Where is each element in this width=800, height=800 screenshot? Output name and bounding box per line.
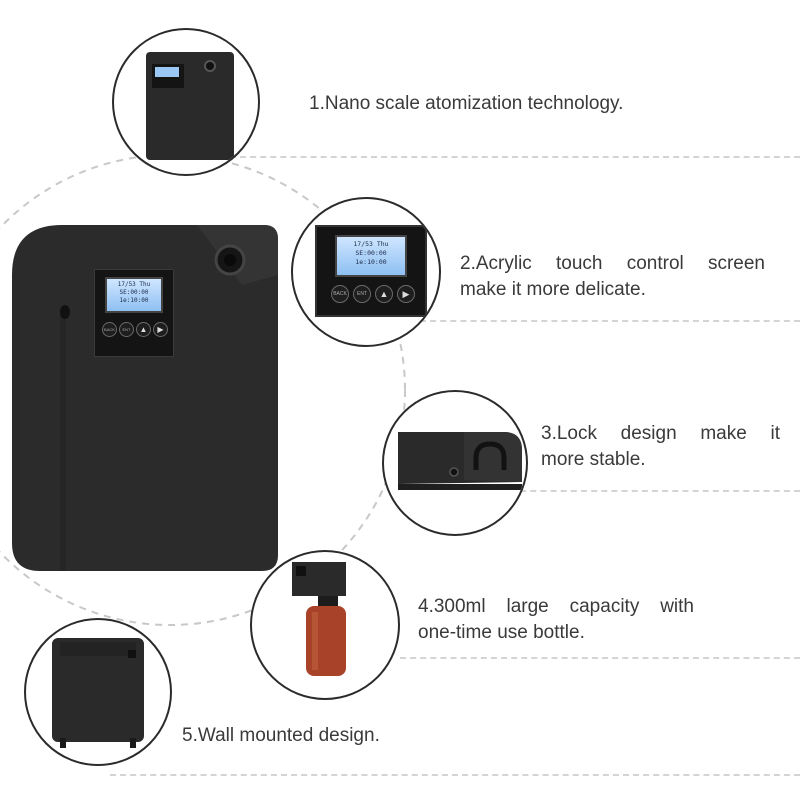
feature-2-text-line-2: make it more delicate. bbox=[460, 279, 646, 300]
wall-mount-image bbox=[52, 638, 144, 748]
separator-4 bbox=[400, 657, 800, 659]
panel-right-button[interactable]: ▶ bbox=[397, 285, 415, 303]
separator-1 bbox=[230, 156, 800, 158]
feature-3-text: 3.Lock design make it bbox=[541, 421, 780, 447]
device-side-hole bbox=[60, 305, 70, 319]
device-body-shape bbox=[12, 225, 278, 571]
device-lcd-screen: 17/53 Thu SE:00:00 1e:10:00 bbox=[105, 277, 163, 313]
lock-design-image bbox=[398, 432, 522, 490]
panel-lcd: 17/53 Thu SE:00:00 1e:10:00 bbox=[335, 235, 407, 277]
back-button[interactable]: BACK bbox=[102, 322, 117, 337]
right-button[interactable]: ▶ bbox=[153, 322, 168, 337]
separator-5 bbox=[110, 774, 800, 776]
feature-5-circle bbox=[24, 618, 172, 766]
panel-lcd-top: 17/53 Thu bbox=[353, 240, 389, 248]
panel-closeup: 17/53 Thu SE:00:00 1e:10:00 BACK ENT ▲ ▶ bbox=[315, 225, 427, 317]
feature-3-circle bbox=[382, 390, 528, 536]
feature-3-line-1: 3.Lock design make it bbox=[541, 423, 780, 444]
feature-4-circle bbox=[250, 550, 400, 700]
feature-4-line-1: 4.300ml large capacity with bbox=[418, 596, 694, 617]
panel-lcd-line-2: 1e:10:00 bbox=[355, 258, 387, 266]
up-button[interactable]: ▲ bbox=[136, 322, 151, 337]
enter-button[interactable]: ENT bbox=[119, 322, 134, 337]
feature-4-text-line-2: one-time use bottle. bbox=[418, 622, 585, 643]
feature-2-text: 2.Acrylic touch control screen bbox=[460, 251, 765, 277]
bottle-image bbox=[292, 562, 346, 676]
feature-5-text: 5.Wall mounted design. bbox=[182, 725, 380, 746]
feature-2-circle: 17/53 Thu SE:00:00 1e:10:00 BACK ENT ▲ ▶ bbox=[291, 197, 441, 347]
panel-back-button[interactable]: BACK bbox=[331, 285, 349, 303]
feature-3-text-line-2: more stable. bbox=[541, 449, 646, 470]
panel-lcd-line-1: SE:00:00 bbox=[355, 249, 387, 257]
feature-1-text: 1.Nano scale atomization technology. bbox=[309, 93, 624, 114]
feature-1-circle bbox=[112, 28, 260, 176]
feature-2-line-1: 2.Acrylic touch control screen bbox=[460, 253, 765, 274]
device-front-image bbox=[146, 52, 234, 160]
lcd-line-2: 1e:10:00 bbox=[119, 297, 149, 304]
lcd-top-line: 17/53 Thu bbox=[117, 281, 151, 288]
feature-4-text: 4.300ml large capacity with bbox=[418, 594, 694, 620]
separator-3 bbox=[510, 490, 800, 492]
main-device: 17/53 Thu SE:00:00 1e:10:00 BACK ENT ▲ ▶ bbox=[12, 225, 278, 571]
separator-2 bbox=[420, 320, 800, 322]
device-control-panel: 17/53 Thu SE:00:00 1e:10:00 BACK ENT ▲ ▶ bbox=[94, 269, 174, 357]
lcd-line-1: SE:00:00 bbox=[119, 289, 149, 296]
panel-up-button[interactable]: ▲ bbox=[375, 285, 393, 303]
panel-enter-button[interactable]: ENT bbox=[353, 285, 371, 303]
